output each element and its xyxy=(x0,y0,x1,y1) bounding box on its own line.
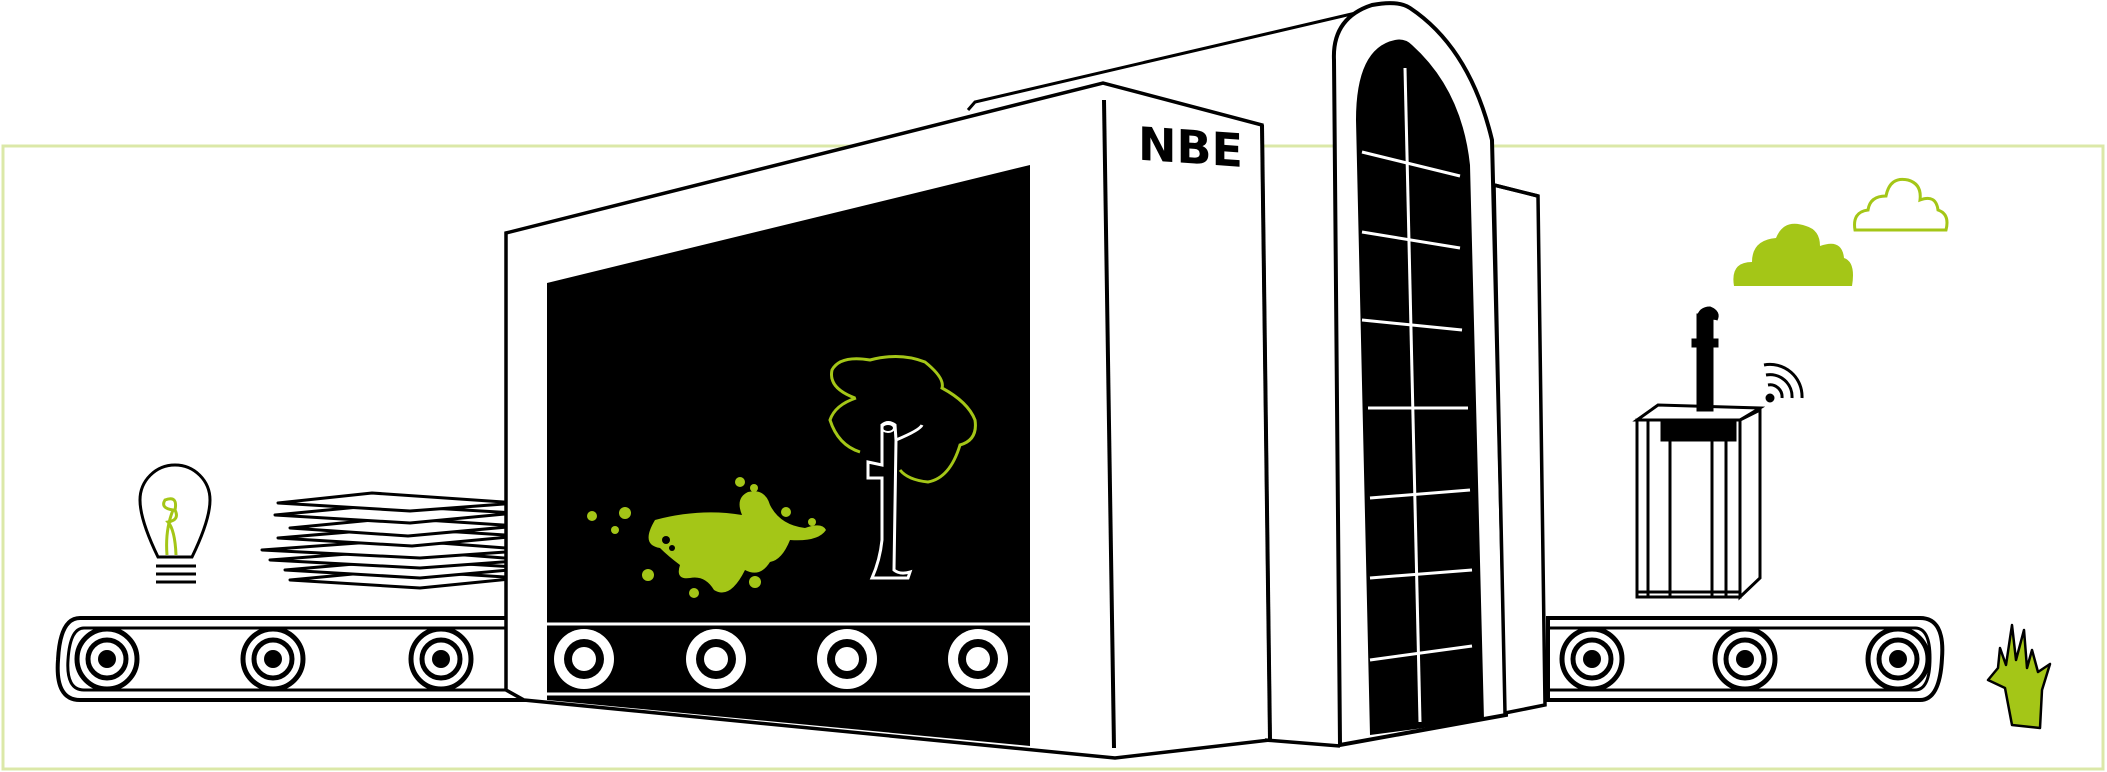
paper-stack-icon xyxy=(260,491,535,590)
roller xyxy=(554,629,614,689)
roller xyxy=(408,626,474,692)
conveyor-belt-left xyxy=(55,616,562,702)
grass-icon xyxy=(1986,623,2052,730)
tower-window-grid xyxy=(1361,67,1473,723)
roller xyxy=(686,629,746,689)
roller xyxy=(1712,626,1778,692)
roller xyxy=(240,626,306,692)
cloud-icon xyxy=(1733,223,1853,286)
tree-icon xyxy=(828,355,977,580)
brand-label: NBE xyxy=(1138,117,1243,178)
roller xyxy=(1865,626,1931,692)
wood-chips-splash-icon xyxy=(587,477,826,598)
machine-opening xyxy=(547,165,1030,746)
wireless-signal-icon xyxy=(1763,362,1804,403)
cloud-icon xyxy=(1853,177,1949,232)
conveyor-belt-center xyxy=(547,618,1030,700)
boiler-unit-icon xyxy=(1632,306,1766,601)
roller xyxy=(1559,626,1625,692)
roller xyxy=(74,626,140,692)
conveyor-belt-right xyxy=(1546,616,1945,702)
light-bulb-icon xyxy=(138,463,212,584)
roller xyxy=(948,629,1008,689)
tower-window xyxy=(1356,39,1484,736)
roller xyxy=(817,629,877,689)
